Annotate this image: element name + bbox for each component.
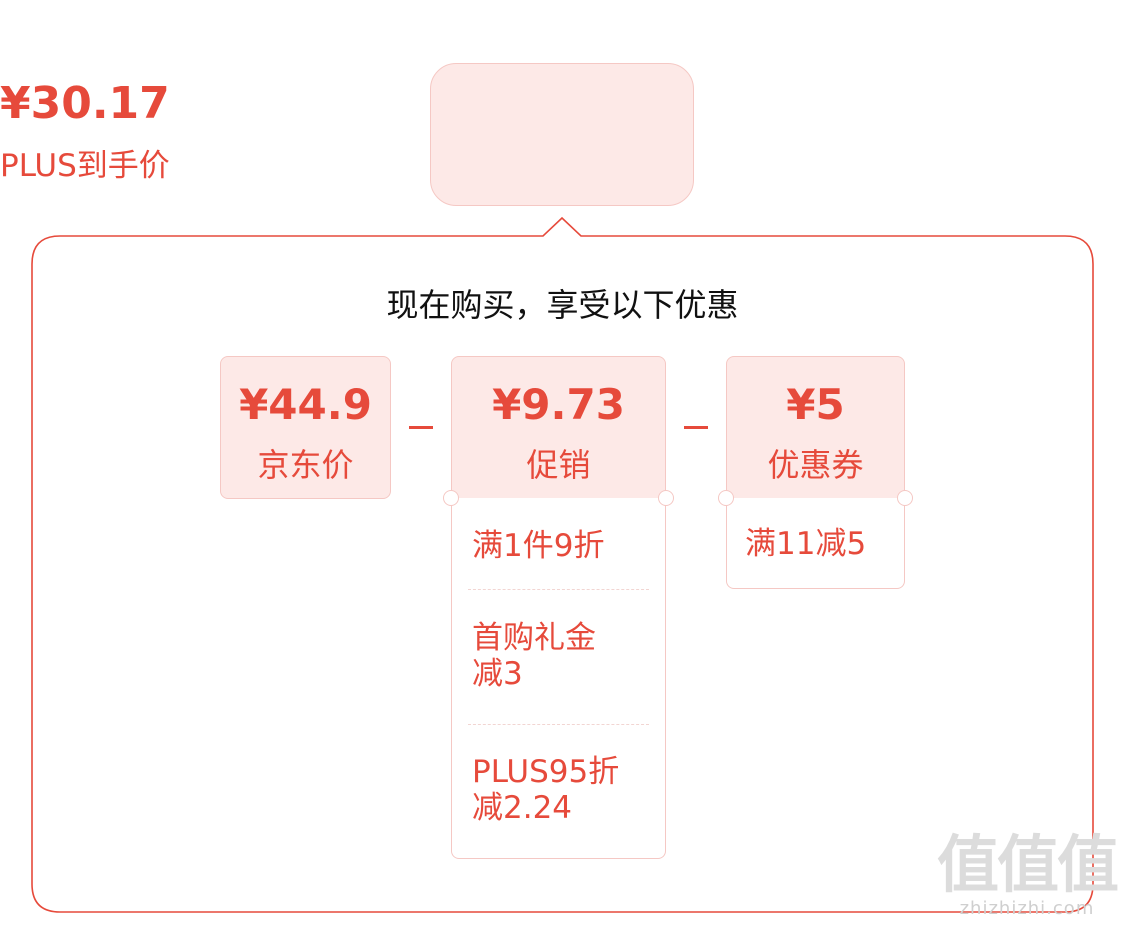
promotion-item-line: 减3 [472, 656, 523, 692]
promotion-card: ¥9.73 促销 [451, 356, 666, 499]
discount-headline: 现在购买，享受以下优惠 [386, 286, 739, 324]
coupon-label: 优惠券 [767, 446, 864, 484]
promotion-item-line: PLUS95折 [472, 754, 620, 790]
ticket-notch [443, 490, 459, 506]
watermark-logo: 值值值 [936, 828, 1119, 901]
watermark-url: zhizhizhi.com [959, 898, 1095, 919]
promotion-label: 促销 [526, 446, 591, 484]
promotion-amount: ¥9.73 [492, 380, 625, 429]
final-price: ¥30.17 [0, 78, 170, 129]
coupon-card: ¥5 优惠券 [726, 356, 905, 499]
promotion-item: 满1件9折 [472, 528, 604, 564]
promotion-item-line: 减2.24 [472, 790, 573, 826]
minus-operator [409, 426, 433, 429]
promotion-item: PLUS95折 减2.24 [472, 754, 619, 826]
promotion-item-line: 首购礼金 [472, 620, 596, 656]
divider [468, 724, 649, 725]
promotion-item: 首购礼金 减3 [472, 620, 596, 692]
site-watermark: 值值值 zhizhizhi.com [936, 828, 1119, 920]
jd-price-amount: ¥44.9 [239, 380, 372, 429]
ticket-notch [658, 490, 674, 506]
minus-operator [684, 426, 708, 429]
coupon-detail-list: 满11减5 [726, 498, 905, 589]
coupon-item: 满11减5 [745, 526, 867, 562]
promotion-detail-list: 满1件9折 首购礼金 减3 PLUS95折 减2.24 [451, 498, 666, 859]
final-price-label: PLUS到手价 [0, 148, 170, 184]
jd-price-label: 京东价 [257, 446, 354, 484]
final-price-bubble [430, 63, 694, 206]
promotion-item-line: 满1件9折 [472, 528, 605, 564]
ticket-notch [897, 490, 913, 506]
divider [468, 589, 649, 590]
coupon-amount: ¥5 [786, 380, 845, 429]
jd-price-card: ¥44.9 京东价 [220, 356, 391, 499]
ticket-notch [718, 490, 734, 506]
